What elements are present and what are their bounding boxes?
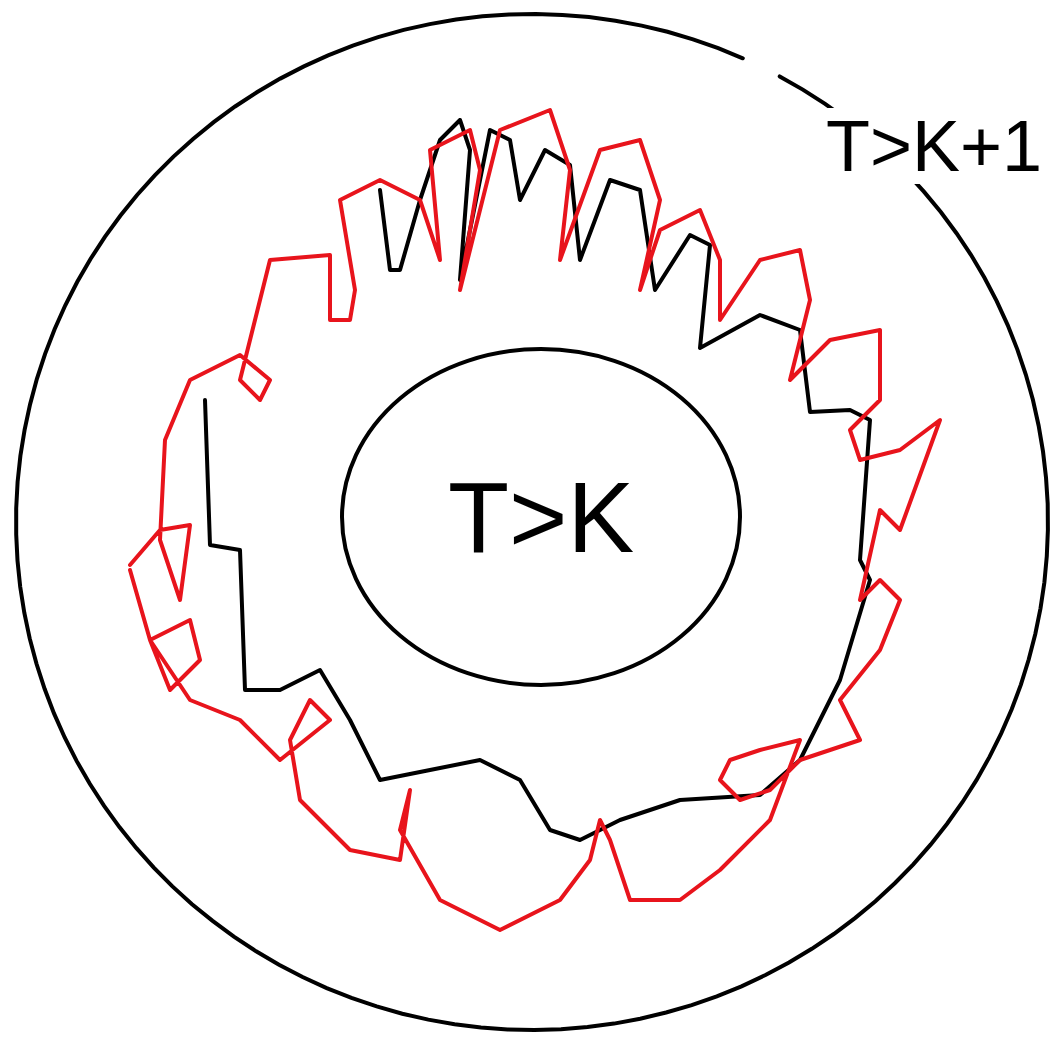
region-label: T>K (448, 467, 634, 567)
outer-circle-line (16, 14, 1048, 1030)
region-label: T>K+1 (822, 108, 1046, 184)
inner-region: T>K (340, 347, 742, 687)
black-wavy-loop (205, 120, 870, 840)
red-scribble-loop (130, 110, 940, 930)
inner-ellipse-line (342, 349, 740, 685)
